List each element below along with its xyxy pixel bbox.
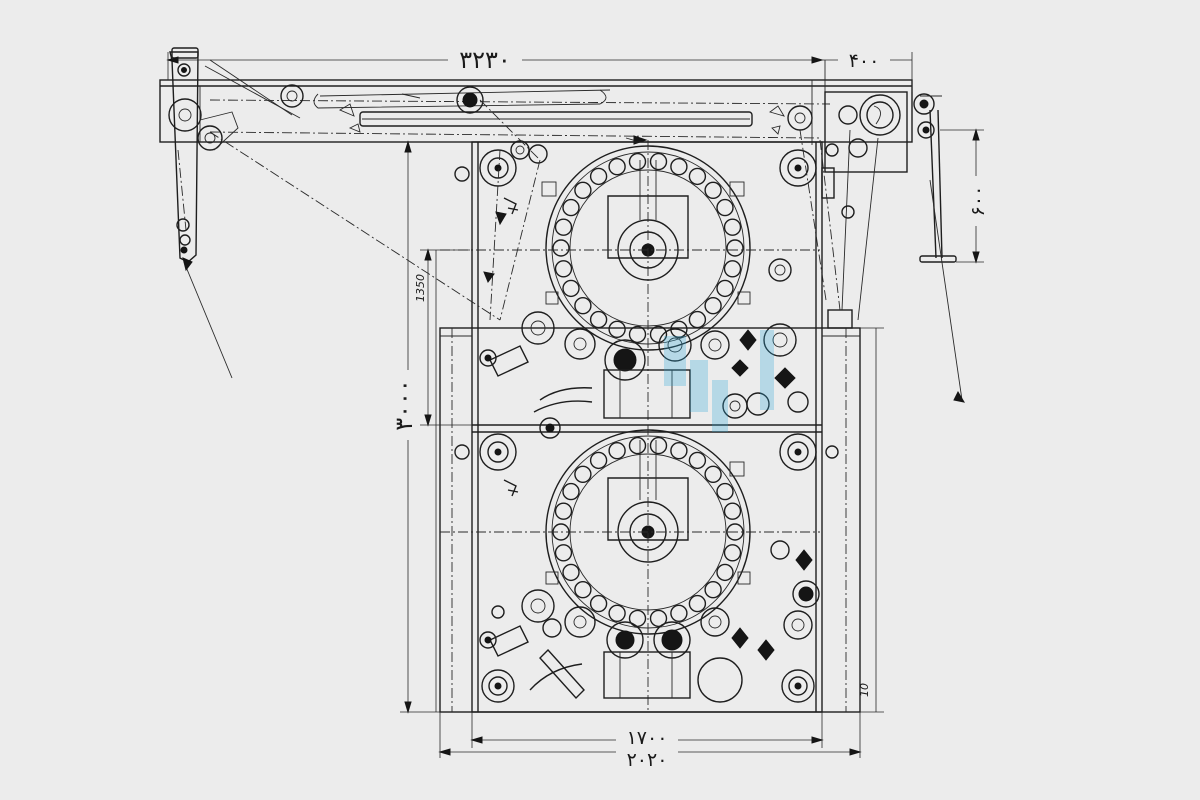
drum-cylinder [554, 544, 573, 562]
drum-cylinder [608, 320, 626, 338]
dimensioning: ۳۲۳۰ ۴۰۰ ۶۰۰ ۳۰۰۰ 1350 10 [166, 44, 990, 772]
drum-cylinder [562, 279, 580, 298]
left-arm [168, 47, 239, 379]
upper-drum-cylinders [552, 152, 744, 344]
top-beam [159, 59, 913, 164]
drum-cylinder [589, 310, 608, 329]
drum-cylinder [716, 279, 734, 298]
drum-cylinder [716, 198, 734, 217]
upper-drum [440, 140, 855, 439]
drum-cylinder [562, 482, 580, 501]
right-arm [824, 91, 966, 403]
drum-cylinder [574, 181, 592, 200]
drum-cylinder [723, 502, 742, 520]
dim-left-total: ۳۰۰۰ [390, 379, 418, 431]
drum-cylinder [554, 260, 573, 278]
dim-top-width: ۳۲۳۰ [459, 46, 511, 74]
drum-cylinder [589, 451, 608, 470]
dim-bottom-outer: ۲۰۲۰ [627, 749, 668, 771]
drum-cylinder [670, 157, 688, 176]
main-frame [439, 141, 861, 713]
dim-right-height: ۶۰۰ [967, 186, 989, 217]
drum-cylinder [716, 563, 734, 582]
drum-cylinder [649, 325, 668, 344]
drum-cylinder [688, 594, 707, 613]
drum-cylinder [704, 297, 722, 315]
drum-cylinder [726, 239, 744, 257]
drum-cylinder [608, 604, 626, 622]
dim-right-small: 10 [858, 683, 871, 697]
drum-cylinder [688, 451, 707, 470]
drum-cylinder [723, 260, 742, 278]
drum-cylinder [649, 152, 668, 171]
dim-top-right: ۴۰۰ [849, 50, 880, 72]
drum-cylinder [589, 167, 608, 186]
drum-cylinder [628, 152, 647, 171]
drum-cylinder [649, 436, 668, 455]
dim-left-partial: 1350 [414, 274, 427, 302]
drum-cylinder [670, 604, 688, 622]
watermark-logo [664, 330, 774, 432]
drum-cylinder [649, 609, 668, 628]
drum-cylinder [716, 482, 734, 501]
drum-cylinder [562, 563, 580, 582]
drum-cylinder [608, 157, 626, 176]
drum-cylinder [723, 544, 742, 562]
drum-cylinder [628, 436, 647, 455]
drum-cylinder [704, 581, 722, 599]
drum-cylinder [574, 581, 592, 599]
drum-cylinder [670, 442, 688, 460]
drum-cylinder [723, 218, 742, 236]
lower-drum [440, 425, 839, 712]
drum-cylinder [628, 325, 647, 344]
drum-cylinder [608, 442, 626, 460]
drum-cylinder [574, 297, 592, 315]
drum-cylinder [688, 167, 707, 186]
drum-cylinder [589, 594, 608, 613]
web-path [209, 99, 841, 321]
drum-cylinder [704, 181, 722, 200]
drum-cylinder [552, 239, 570, 257]
drum-cylinder [574, 465, 592, 483]
drum-cylinder [554, 218, 573, 236]
drum-cylinder [554, 502, 573, 520]
drum-cylinder [704, 465, 722, 483]
drum-cylinder [562, 198, 580, 217]
dim-bottom-inner: ۱۷۰۰ [627, 727, 668, 749]
drum-cylinder [688, 310, 707, 329]
